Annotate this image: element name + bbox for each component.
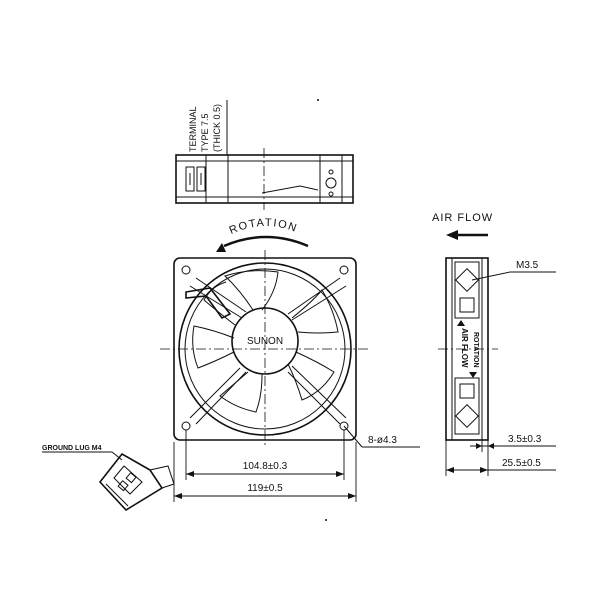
hole-callout: 8-ø4.3 [343,425,420,448]
screw-callout-label: M3.5 [516,260,539,271]
side-air-flow-arrow [457,320,465,326]
terminal-callout: TERMINAL TYPE 7.5 (THICK 0.5) [188,100,228,155]
side-air-flow-label: AIR FLOW [460,328,469,368]
side-rotation-label: ROTATION [472,332,479,368]
ground-lug-label: GROUND LUG M4 [42,445,102,452]
top-view [175,148,354,210]
rotation-arrowhead [216,243,226,252]
speck [317,99,319,101]
flange-thickness-dimension: 3.5±0.3 [508,434,542,445]
overall-depth-dimension: 25.5±0.5 [502,458,541,469]
front-view: SUNON [160,250,370,448]
mounting-hole-top-left [181,265,191,275]
air-flow-indicator: AIR FLOW [432,212,493,240]
side-rotation-arrow [469,372,477,378]
terminal-label-line2: TYPE 7.5 [200,113,210,152]
terminal-label-line3: (THICK 0.5) [212,104,222,152]
mounting-hole-top-right [339,265,349,275]
side-view: AIR FLOW ROTATION [438,257,498,441]
brand-logo-text: SUNON [247,336,283,347]
speck [325,519,327,521]
air-flow-label: AIR FLOW [432,212,493,224]
mounting-hole-bottom-left [181,421,191,431]
lead-wire [185,287,232,320]
hole-callout-label: 8-ø4.3 [368,435,397,446]
rotation-label: ROTATION [228,217,300,237]
air-flow-arrowhead [446,230,458,240]
support-spokes [189,277,347,425]
hole-spacing-dimension: 104.8±0.3 [243,461,288,472]
side-dimensions: 3.5±0.3 25.5±0.5 [445,434,556,476]
overall-width-dimension: 119±0.5 [247,483,283,494]
terminal-label-line1: TERMINAL [188,106,198,152]
screw-callout: M3.5 [471,260,556,281]
front-dimensions: 104.8±0.3 119±0.5 [173,430,357,502]
ground-lug-detail: GROUND LUG M4 [42,445,175,512]
rotation-indicator: ROTATION [216,217,309,252]
